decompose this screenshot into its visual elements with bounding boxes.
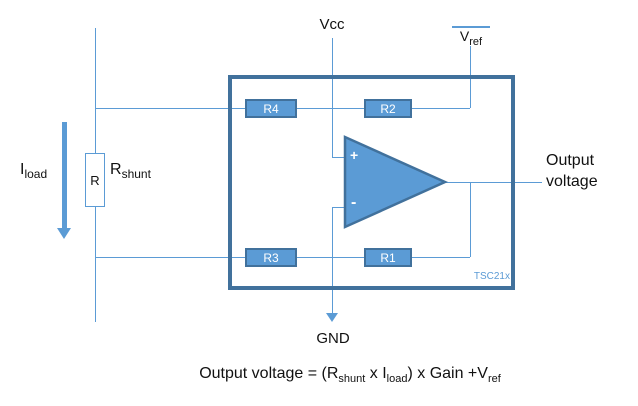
iload-label-sub: load — [24, 167, 48, 182]
shunt-resistor-label: R — [90, 172, 100, 188]
opamp-minus-sign: - — [351, 194, 357, 211]
vref-label-main: V — [459, 28, 470, 44]
resistor-r1: R1 — [364, 248, 412, 267]
gnd-arrow-icon — [326, 313, 338, 322]
shunt-resistor: R — [85, 153, 105, 207]
resistor-r4: R4 — [245, 99, 297, 118]
wire-feedback — [470, 182, 471, 257]
iload-label-main: I — [20, 161, 25, 178]
resistor-r1-label: R1 — [380, 250, 396, 265]
output-voltage-line1: Output — [546, 152, 595, 169]
rshunt-label-sub: shunt — [121, 167, 151, 182]
vcc-label: Vcc — [319, 16, 345, 33]
formula-vref-sub: ref — [487, 373, 501, 386]
wire-vcc — [332, 38, 333, 158]
rshunt-label-main: R — [110, 161, 122, 178]
formula-part3: x — [365, 365, 383, 382]
formula-rshunt-sub: shunt — [338, 373, 366, 386]
wire-plus-input — [332, 157, 346, 158]
output-formula: Output voltage = (Rshunt x Iload) x Gain… — [110, 365, 590, 385]
iload-arrow-shaft — [62, 122, 67, 228]
chip-name-label: TSC21x — [473, 271, 510, 282]
rshunt-label: Rshunt — [110, 161, 151, 181]
opamp-plus-sign: + — [350, 147, 359, 163]
output-voltage-label: Output voltage — [546, 150, 598, 192]
formula-iload-main: I — [382, 365, 387, 382]
resistor-r3: R3 — [245, 248, 297, 267]
wire-minus-input — [332, 207, 346, 208]
resistor-r4-label: R4 — [263, 101, 279, 116]
formula-vref-main: V — [477, 365, 488, 382]
gnd-label: GND — [316, 330, 350, 347]
iload-label: Iload — [20, 161, 47, 181]
formula-rshunt-main: R — [326, 365, 339, 382]
wire-vref-rail-bar — [452, 26, 490, 28]
resistor-r3-label: R3 — [263, 250, 279, 265]
formula-part5: ) x Gain + — [407, 365, 478, 382]
formula-iload-sub: load — [386, 373, 408, 386]
output-voltage-line2: voltage — [546, 173, 598, 190]
resistor-r2-label: R2 — [380, 101, 396, 116]
resistor-r2: R2 — [364, 99, 412, 118]
opamp-triangle-icon — [343, 135, 449, 229]
vref-label-sub: ref — [469, 35, 483, 48]
vref-label: Vref — [452, 28, 490, 48]
formula-part1: Output voltage = ( — [199, 365, 327, 382]
wire-output — [446, 182, 542, 183]
ic-boundary-box — [228, 75, 515, 290]
iload-arrow-icon — [57, 228, 71, 239]
wire-gnd — [332, 207, 333, 313]
